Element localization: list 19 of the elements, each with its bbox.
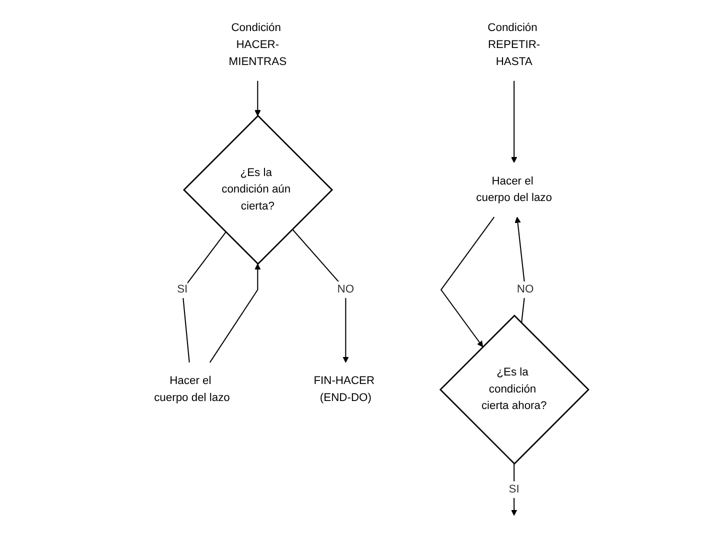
node-text: Condición HACER-MIENTRAS xyxy=(229,22,287,68)
edge-label: NO xyxy=(517,283,534,296)
edge-label: NO xyxy=(338,283,355,296)
node-text: Hacer el cuerpo del lazo xyxy=(154,375,230,404)
edge-label: SI xyxy=(509,483,520,496)
arrow xyxy=(210,264,262,363)
node-text: Hacer el cuerpo del lazo xyxy=(476,175,552,204)
arrow xyxy=(440,216,496,348)
node-diamond xyxy=(183,114,334,265)
connector xyxy=(182,232,227,362)
node-text: Condición REPETIR-HASTA xyxy=(488,22,541,68)
arrow xyxy=(292,228,350,363)
arrow xyxy=(515,216,526,324)
edge-label: SI xyxy=(178,283,188,296)
node-text: FIN-HACER (END-DO) xyxy=(314,375,376,404)
flowchart: SI NO NO SI Condición HACER-MIENTRAS ¿Es la condición aún cierta? Hacer el cuerpo del lazo FIN-HACER (END-DO) Condición REPETIR-HASTA Hacer el cuerpo del lazo ¿Es la condición cierta ahora? xyxy=(127,4,595,542)
arrow xyxy=(511,80,518,163)
node-diamond xyxy=(440,314,590,465)
arrow xyxy=(255,80,262,116)
